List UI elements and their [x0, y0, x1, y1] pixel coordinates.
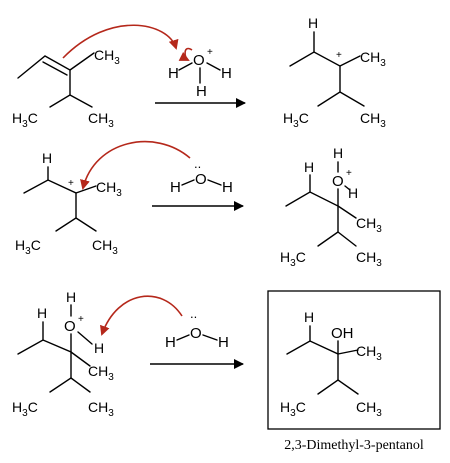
hydrogen-label: H [222, 179, 233, 196]
hydrogen-label: H [304, 309, 314, 325]
oxygen-label: O [64, 318, 76, 335]
positive-charge: + [68, 178, 74, 189]
electron-pushing-arrow [100, 295, 183, 336]
ch3-label: CH3 [94, 47, 120, 67]
oxygen-label: O [190, 325, 202, 342]
hydrogen-label: H [37, 305, 47, 321]
oxonium-reactant: H H O + H CH3 H3C CH3 [12, 289, 114, 419]
oxygen-label: O [195, 171, 207, 188]
svg-text:CH3: CH3 [96, 179, 122, 199]
oxygen-label: O [193, 52, 205, 69]
svg-text:CH3: CH3 [360, 49, 386, 69]
h3c-label: H3C [280, 399, 306, 419]
alcohol-product: H OH CH3 H3C CH3 [280, 309, 382, 419]
h3c-label: H3C [12, 110, 38, 130]
h3c-label: H3C [280, 249, 306, 269]
hydrogen-label: H [165, 334, 176, 351]
ch3-label: CH3 [96, 179, 122, 199]
water-molecule: .. H O H [165, 306, 229, 351]
ch3-label: CH3 [360, 110, 386, 130]
svg-text:CH3: CH3 [88, 399, 114, 419]
svg-text:CH3: CH3 [356, 343, 382, 363]
h3c-label: H3C [283, 110, 309, 130]
positive-charge: + [78, 314, 84, 325]
svg-text:CH3: CH3 [356, 249, 382, 269]
svg-text:H3C: H3C [15, 237, 41, 257]
lone-pair: .. [194, 156, 201, 171]
svg-text:H3C: H3C [280, 399, 306, 419]
oxygen-label: O [332, 173, 344, 190]
ch3-label: CH3 [356, 343, 382, 363]
svg-text:CH3: CH3 [94, 47, 120, 67]
hydrogen-label: H [66, 289, 76, 305]
svg-text:CH3: CH3 [356, 399, 382, 419]
hydrogen-label: H [308, 15, 318, 31]
svg-text:CH3: CH3 [92, 237, 118, 257]
hydrogen-label: H [42, 150, 52, 166]
hydrogen-label: H [218, 334, 229, 351]
svg-text:CH3: CH3 [356, 215, 382, 235]
svg-text:H3C: H3C [12, 399, 38, 419]
h3c-label: H3C [15, 237, 41, 257]
hydrogen-label: H [333, 145, 343, 161]
ch3-label: CH3 [88, 363, 114, 383]
product-box [267, 290, 441, 430]
ch3-label: CH3 [356, 249, 382, 269]
ch3-label: CH3 [92, 237, 118, 257]
hydrogen-label: H [170, 179, 181, 196]
ch3-label: CH3 [356, 215, 382, 235]
svg-text:H3C: H3C [12, 110, 38, 130]
ch3-label: CH3 [356, 399, 382, 419]
ch3-label: CH3 [360, 49, 386, 69]
positive-charge: + [207, 47, 213, 58]
hydrogen-label: H [304, 159, 314, 175]
product-name-caption: 2,3-Dimethyl-3-pentanol [284, 438, 424, 453]
hydrogen-label: H [196, 83, 207, 100]
hydrogen-label: H [348, 185, 358, 201]
hydronium-ion: H O + H H [168, 47, 232, 100]
svg-text:H3C: H3C [283, 110, 309, 130]
svg-text:CH3: CH3 [88, 363, 114, 383]
h3c-label: H3C [12, 399, 38, 419]
oxonium-product: H H O + H CH3 H3C CH3 [280, 145, 382, 269]
svg-text:CH3: CH3 [360, 110, 386, 130]
carbocation-reactant: H + CH3 H3C CH3 [15, 150, 122, 257]
svg-text:H3C: H3C [280, 249, 306, 269]
hydrogen-label: H [94, 340, 104, 356]
hydroxyl-label: OH [331, 325, 354, 342]
hydrogen-label: H [221, 65, 232, 82]
water-molecule: .. H O H [170, 156, 233, 196]
electron-pushing-arrow [80, 140, 191, 190]
positive-charge: + [336, 50, 342, 61]
ch3-label: CH3 [88, 110, 114, 130]
positive-charge: + [346, 168, 352, 179]
electron-pushing-arrow [62, 24, 179, 59]
ch3-label: CH3 [88, 399, 114, 419]
alkene-reactant: CH3 H3C CH3 [12, 47, 120, 130]
svg-text:CH3: CH3 [88, 110, 114, 130]
lone-pair: .. [190, 306, 197, 321]
carbocation-product: H + CH3 H3C CH3 [283, 15, 386, 130]
hydrogen-label: H [168, 65, 179, 82]
